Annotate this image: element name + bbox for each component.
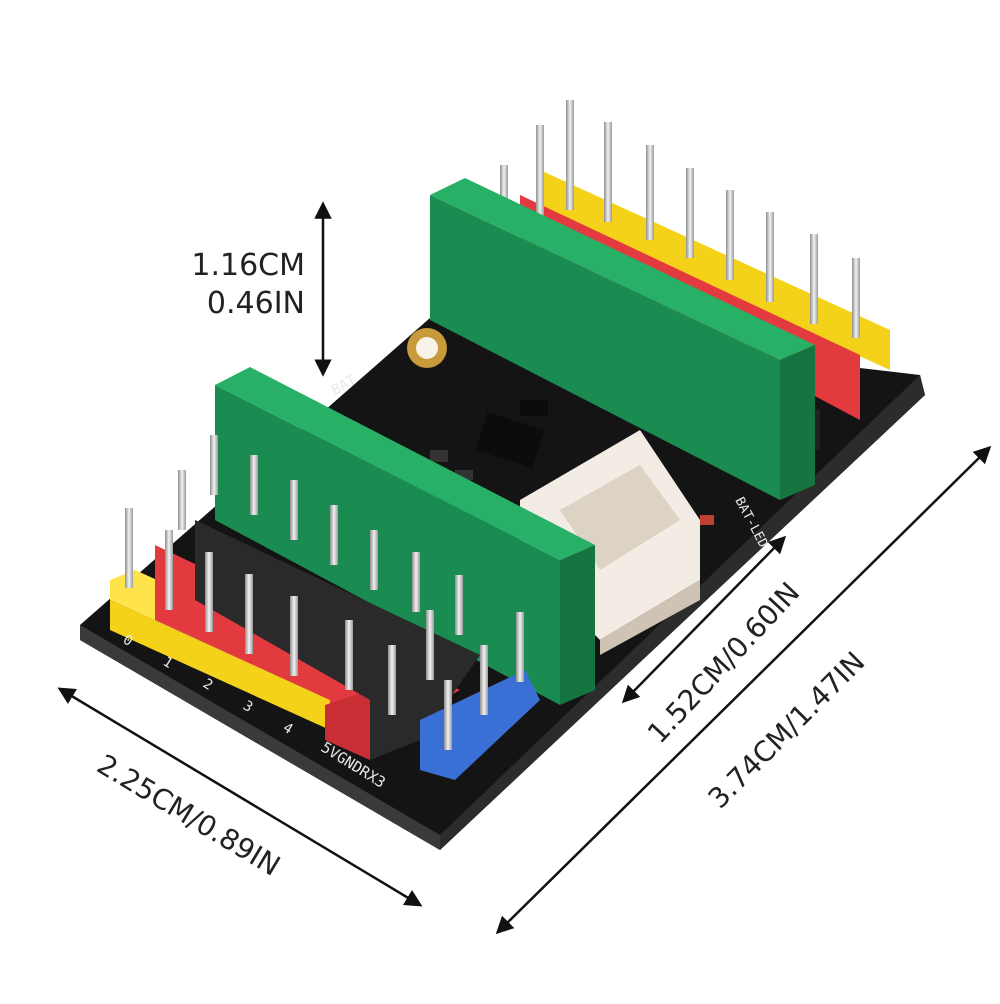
mounting-hole [407, 328, 447, 368]
height-in-label: 0.46IN [207, 286, 305, 321]
height-cm-label: 1.16CM [191, 248, 305, 283]
outer-width-label: 2.25CM/0.89IN [91, 748, 285, 883]
front-pins [125, 435, 524, 750]
dimension-height: 1.16CM 0.46IN [191, 201, 332, 377]
